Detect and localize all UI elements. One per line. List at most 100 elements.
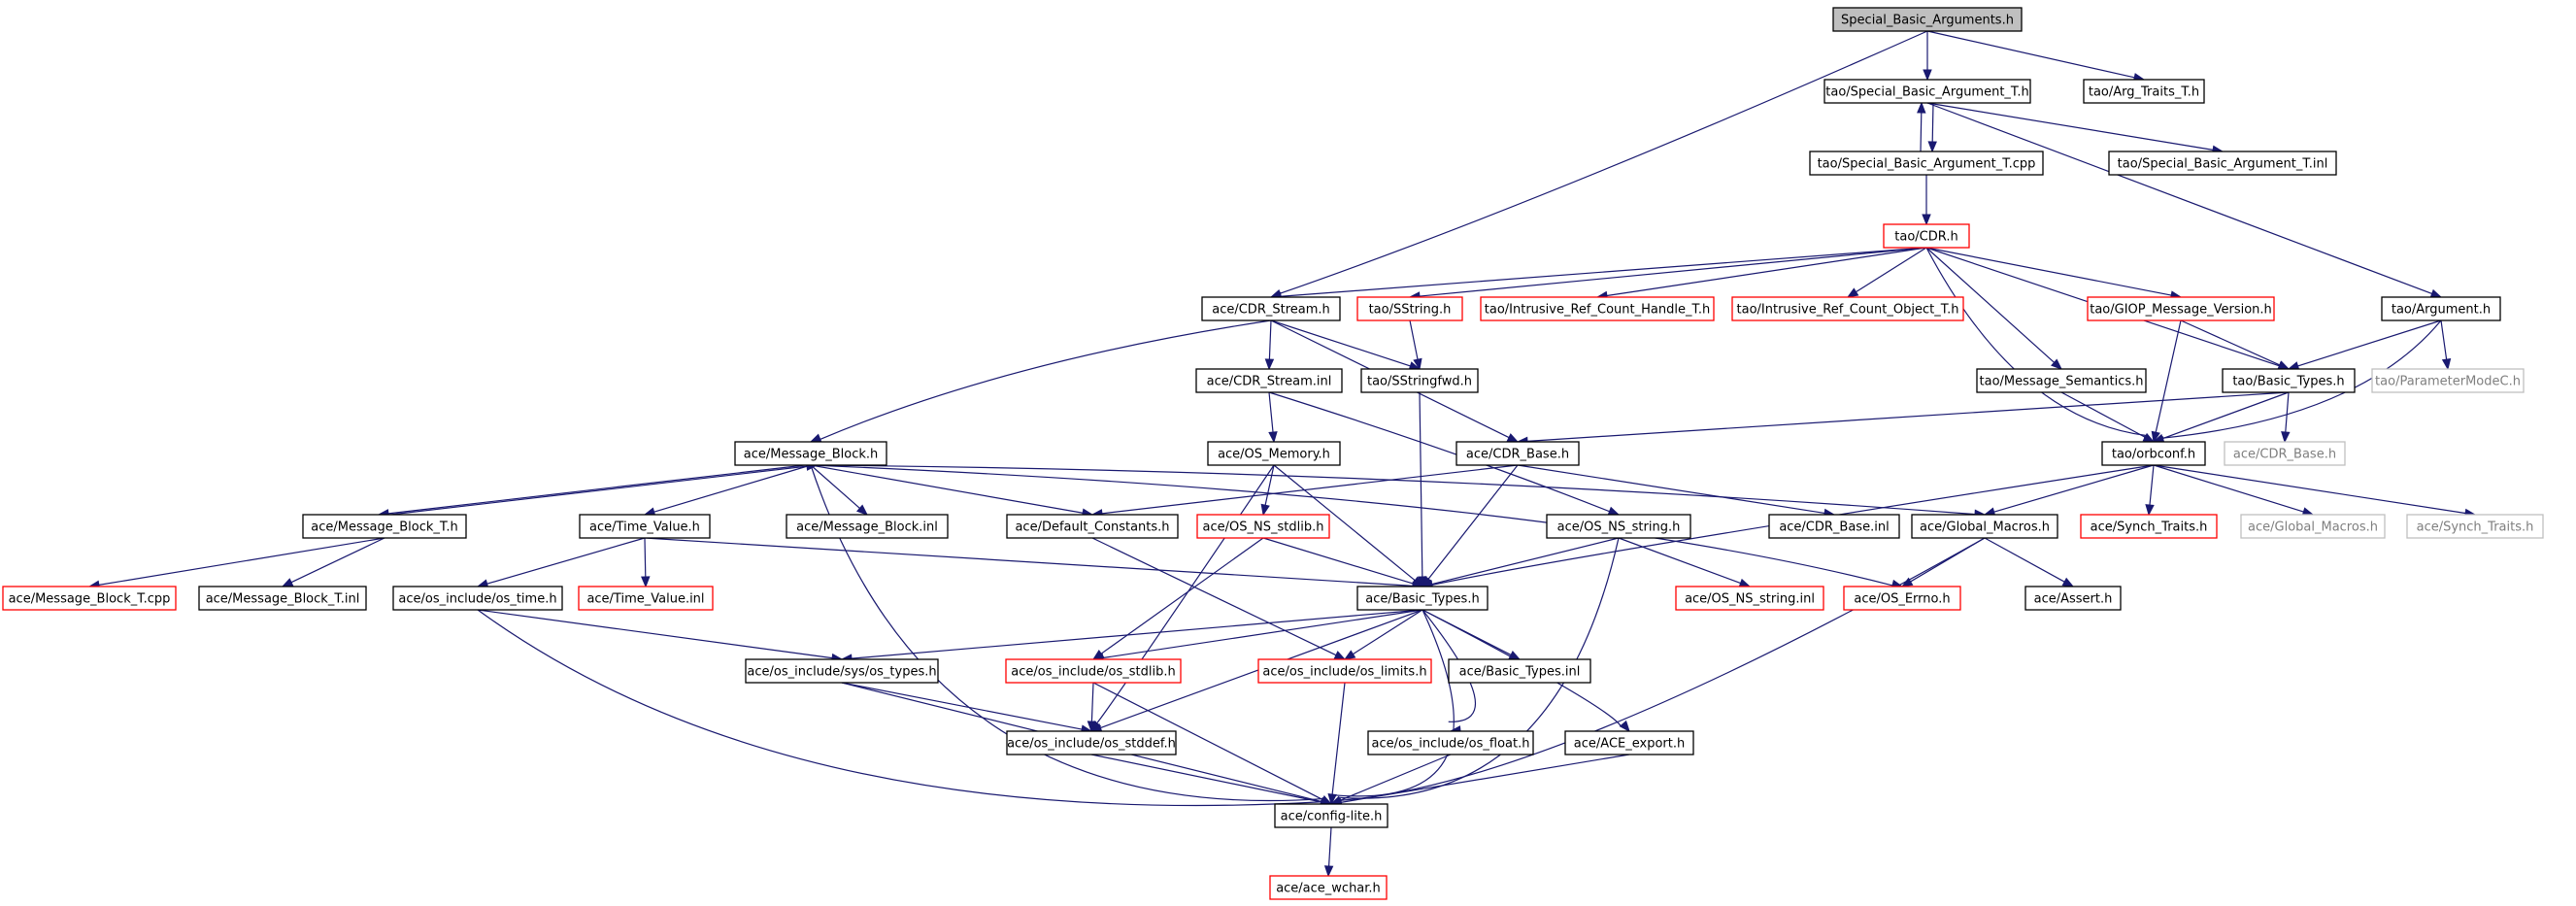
node-tao_synchtraits[interactable]: ace/Synch_Traits.h bbox=[2080, 514, 2218, 539]
arrowhead-ace_configlite-to-ace_wchar bbox=[1323, 865, 1334, 878]
arrowhead-ace_cdrstreaminl-to-ace_osnsstring bbox=[1607, 506, 1621, 516]
node-ace_osnsstdlib[interactable]: ace/OS_NS_stdlib.h bbox=[1196, 514, 1330, 539]
graph-edges bbox=[87, 30, 2477, 878]
node-ace_ostime[interactable]: ace/os_include/os_time.h bbox=[392, 586, 563, 611]
node-ace_msgblockinl[interactable]: ace/Message_Block.inl bbox=[786, 514, 949, 539]
node-ace_timevalueinl[interactable]: ace/Time_Value.inl bbox=[578, 586, 714, 611]
node-ace_globalmacros_gray[interactable]: ace/Global_Macros.h bbox=[2240, 514, 2386, 539]
node-ace_cdrstream[interactable]: ace/CDR_Stream.h bbox=[1201, 296, 1341, 321]
node-label: ace/Message_Block.inl bbox=[796, 520, 938, 535]
edge-tao_argument-to-tao_basictypes bbox=[2297, 319, 2442, 367]
node-ace_configlite[interactable]: ace/config-lite.h bbox=[1274, 803, 1388, 828]
node-ace_osnsstring[interactable]: ace/OS_NS_string.h bbox=[1546, 514, 1691, 539]
node-label: tao/orbconf.h bbox=[2112, 448, 2195, 462]
node-tao_irco[interactable]: tao/Intrusive_Ref_Count_Object_T.h bbox=[1731, 296, 1964, 321]
node-tao_basictypes[interactable]: tao/Basic_Types.h bbox=[2222, 368, 2356, 393]
node-argtraits[interactable]: tao/Arg_Traits_T.h bbox=[2083, 79, 2205, 104]
node-tao_sstring[interactable]: tao/SString.h bbox=[1356, 296, 1463, 321]
node-ace_basictypesinl[interactable]: ace/Basic_Types.inl bbox=[1448, 658, 1591, 684]
node-ace_aceexport[interactable]: ace/ACE_export.h bbox=[1564, 730, 1694, 755]
edge-ace_oslimits-to-ace_configlite bbox=[1331, 682, 1346, 795]
edge-ace_msgblock-to-ace_globalmacros bbox=[810, 464, 1976, 516]
edge-sbat_cpp-to-sbat_h bbox=[1920, 112, 1923, 152]
edge-ace_osstdlib-to-ace_configlite bbox=[1092, 682, 1323, 800]
node-ace_cdrbaseinl[interactable]: ace/CDR_Base.inl bbox=[1768, 514, 1900, 539]
node-tao_argument[interactable]: tao/Argument.h bbox=[2381, 296, 2501, 321]
node-label: tao/SString.h bbox=[1369, 303, 1452, 318]
node-label: ace/config-lite.h bbox=[1281, 810, 1383, 824]
node-ace_assert[interactable]: ace/Assert.h bbox=[2024, 586, 2122, 611]
edge-tao_argument-to-tao_orbconf bbox=[2162, 319, 2442, 439]
node-ace_wchar[interactable]: ace/ace_wchar.h bbox=[1269, 875, 1388, 900]
node-ace_synchtraits_gray[interactable]: ace/Synch_Traits.h bbox=[2406, 514, 2544, 539]
node-ace_basictypes[interactable]: ace/Basic_Types.h bbox=[1356, 586, 1489, 611]
node-ace_osstddef[interactable]: ace/os_include/os_stddef.h bbox=[1006, 730, 1177, 755]
node-ace_cdrstreaminl[interactable]: ace/CDR_Stream.inl bbox=[1195, 368, 1343, 393]
node-ace_oslimits[interactable]: ace/os_include/os_limits.h bbox=[1257, 658, 1432, 684]
arrowhead-tao_sstring-to-tao_sstringfwd bbox=[1413, 357, 1422, 371]
node-label: ace/Assert.h bbox=[2034, 592, 2113, 607]
node-label: ace/Time_Value.h bbox=[589, 520, 700, 535]
node-box bbox=[2222, 368, 2356, 393]
edge-ace_msgblockt-to-ace_msgblocktinl bbox=[290, 537, 385, 584]
node-tao_cdr[interactable]: tao/CDR.h bbox=[1883, 223, 1970, 249]
edge-ace_globalmacros-to-ace_assert bbox=[1984, 537, 2065, 583]
node-root[interactable]: Special_Basic_Arguments.h bbox=[1832, 7, 2023, 32]
node-ace_cdrbase_gray[interactable]: ace/CDR_Base.h bbox=[2224, 441, 2346, 466]
arrowhead-ace_cdrstream-to-ace_cdrbase bbox=[1506, 433, 1520, 443]
edge-ace_basictypes-to-ace_osfloat bbox=[1422, 609, 1477, 722]
node-tao_msgsem[interactable]: tao/Message_Semantics.h bbox=[1976, 368, 2147, 393]
node-label: ace/Global_Macros.h bbox=[2248, 520, 2378, 535]
node-ace_osfloat[interactable]: ace/os_include/os_float.h bbox=[1367, 730, 1534, 755]
arrowhead-ace_osstdlib-to-ace_osstddef bbox=[1087, 721, 1097, 733]
node-ace_defconst[interactable]: ace/Default_Constants.h bbox=[1006, 514, 1179, 539]
node-tao_sstringfwd[interactable]: tao/SStringfwd.h bbox=[1360, 368, 1479, 393]
arrowhead-tao_orbconf-to-tao_synchtraits bbox=[2145, 504, 2155, 517]
node-ace_msgblock[interactable]: ace/Message_Block.h bbox=[734, 441, 887, 466]
graph-nodes: Special_Basic_Arguments.h tao/Special_Bas… bbox=[2, 7, 2544, 900]
node-tao_parammode[interactable]: tao/ParameterModeC.h bbox=[2371, 368, 2525, 393]
node-label: ace/os_include/os_time.h bbox=[398, 592, 556, 607]
node-box bbox=[1367, 730, 1534, 755]
edge-tao_cdr-to-tao_giop bbox=[1925, 247, 2172, 296]
node-tao_orbconf[interactable]: tao/orbconf.h bbox=[2101, 441, 2206, 466]
node-label: Special_Basic_Arguments.h bbox=[1841, 14, 2014, 28]
node-ace_oserrno[interactable]: ace/OS_Errno.h bbox=[1843, 586, 1961, 611]
node-sbat_inl[interactable]: tao/Special_Basic_Argument_T.inl bbox=[2108, 151, 2337, 176]
arrowhead-tao_giop-to-tao_basictypes bbox=[2277, 360, 2291, 370]
arrowhead-ace_globalmacros-to-ace_assert bbox=[2061, 577, 2075, 587]
node-ace_osstdlib[interactable]: ace/os_include/os_stdlib.h bbox=[1005, 658, 1182, 684]
node-box bbox=[2381, 296, 2501, 321]
edge-ace_timevalue-to-ace_ostime bbox=[486, 537, 646, 585]
node-box bbox=[2224, 441, 2346, 466]
node-label: ace/OS_Memory.h bbox=[1218, 448, 1330, 462]
node-sbat_h[interactable]: tao/Special_Basic_Argument_T.h bbox=[1823, 79, 2031, 104]
node-ace_cdrbase[interactable]: ace/CDR_Base.h bbox=[1455, 441, 1580, 466]
edge-ace_osfloat-to-ace_configlite bbox=[1340, 754, 1452, 801]
edge-tao_basictypes-to-ace_cdrbase bbox=[1526, 391, 2290, 442]
node-label: ace/Default_Constants.h bbox=[1015, 520, 1169, 535]
node-box bbox=[198, 586, 367, 611]
edge-tao_cdr-to-tao_orbconf bbox=[1925, 247, 2147, 437]
node-ace_osnsstringinl[interactable]: ace/OS_NS_string.inl bbox=[1675, 586, 1824, 611]
node-ace_globalmacros[interactable]: ace/Global_Macros.h bbox=[1911, 514, 2058, 539]
node-ace_msgblocktinl[interactable]: ace/Message_Block_T.inl bbox=[198, 586, 367, 611]
edge-tao_giop-to-tao_orbconf bbox=[2155, 319, 2182, 433]
arrowhead-sbat_cpp-to-tao_cdr bbox=[1922, 214, 1931, 226]
node-tao_irch[interactable]: tao/Intrusive_Ref_Count_Handle_T.h bbox=[1480, 296, 1715, 321]
edge-ace_cdrstream-to-ace_msgblock bbox=[820, 319, 1272, 441]
node-label: tao/Message_Semantics.h bbox=[1980, 375, 2144, 389]
arrowhead-ace_osnsstring-to-ace_osnsstringinl bbox=[1738, 578, 1752, 587]
edge-tao_giop-to-tao_basictypes bbox=[2180, 319, 2281, 366]
edge-tao_sstring-to-tao_sstringfwd bbox=[1409, 319, 1419, 360]
node-ace_msgblockt[interactable]: ace/Message_Block_T.h bbox=[302, 514, 467, 539]
node-ace_msgblocktcpp[interactable]: ace/Message_Block_T.cpp bbox=[2, 586, 177, 611]
node-sbat_cpp[interactable]: tao/Special_Basic_Argument_T.cpp bbox=[1809, 151, 2044, 176]
node-ace_osmemory[interactable]: ace/OS_Memory.h bbox=[1207, 441, 1341, 466]
node-ace_timevalue[interactable]: ace/Time_Value.h bbox=[579, 514, 711, 539]
edge-ace_basictypes-to-ace_oslimits bbox=[1353, 609, 1423, 655]
node-ace_systypes[interactable]: ace/os_include/sys/os_types.h bbox=[745, 658, 939, 684]
edge-ace_ostime-to-ace_configlite bbox=[477, 609, 1322, 807]
edge-ace_globalmacros-to-ace_configlite bbox=[1340, 537, 1986, 801]
node-tao_giop[interactable]: tao/GIOP_Message_Version.h bbox=[2087, 296, 2275, 321]
